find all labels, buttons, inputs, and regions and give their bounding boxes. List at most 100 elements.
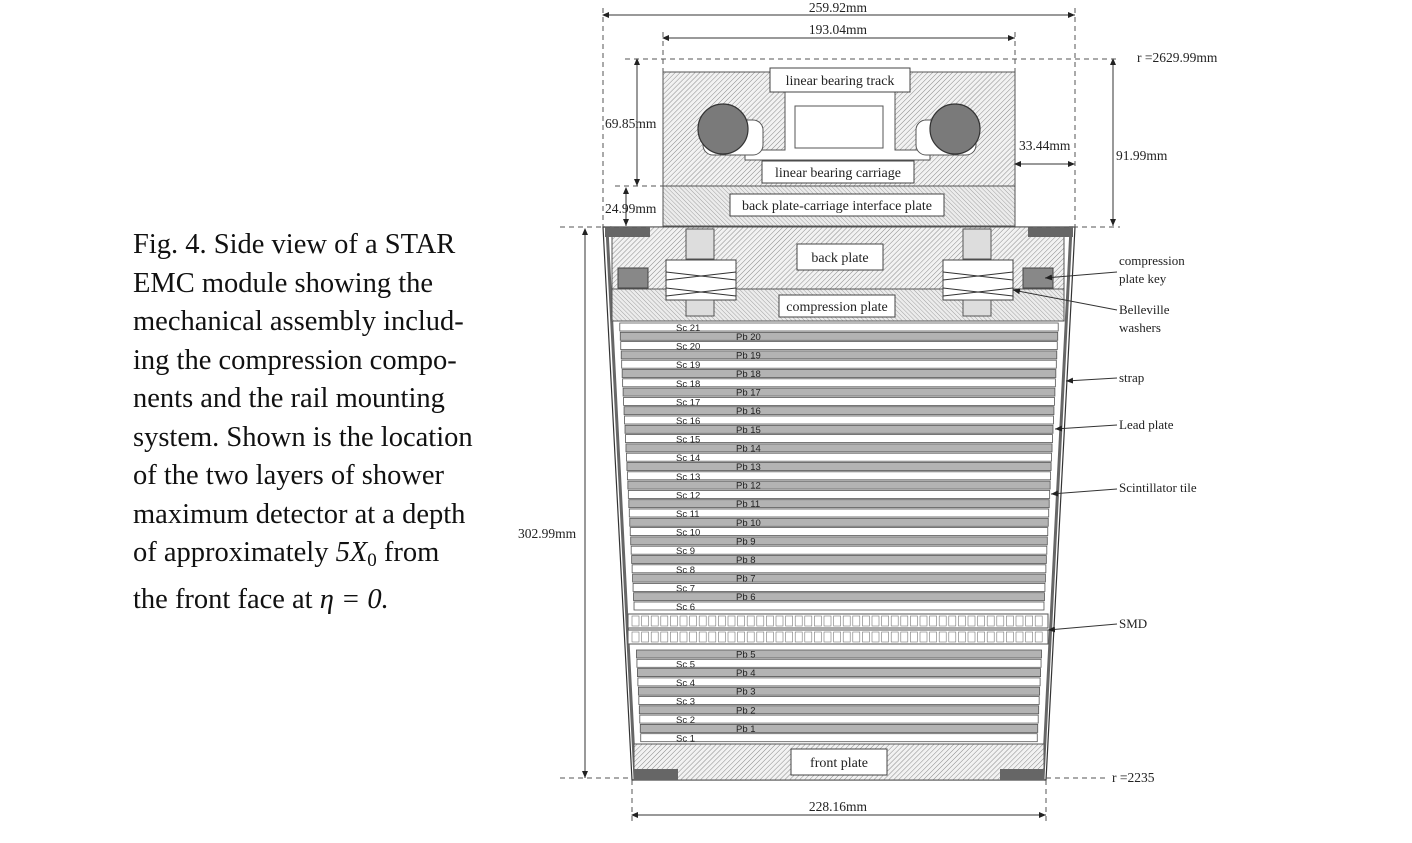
- math-eta: η = 0.: [319, 583, 389, 615]
- smd-cell: [919, 615, 928, 627]
- smd-cell: [900, 615, 909, 627]
- smd-cell: [958, 631, 966, 643]
- scintillator-layer: [640, 733, 1038, 743]
- pb-layer-label: Pb 17: [736, 388, 761, 399]
- linear-bearing-track-label: linear bearing track: [786, 74, 895, 89]
- smd-layers: [627, 613, 1049, 645]
- corner-block: [605, 227, 650, 237]
- smd-cell: [814, 631, 822, 643]
- smd-cell: [679, 631, 688, 643]
- smd-cell: [967, 631, 976, 643]
- smd-cell: [1025, 631, 1033, 643]
- smd-cell: [698, 615, 707, 627]
- callout-strap: strap: [1119, 370, 1144, 385]
- lead-layer: [621, 369, 1057, 378]
- lead-layer: [625, 443, 1053, 453]
- scintillator-layer: [631, 564, 1047, 574]
- caption-line: nents and the rail mounting: [133, 383, 445, 414]
- pb-layer-label: Pb 4: [736, 668, 756, 679]
- caption-line: system. Shown is the location: [133, 421, 473, 453]
- smd-cell: [890, 631, 899, 643]
- smd-cell: [1034, 631, 1043, 643]
- pb-layer-label: Pb 12: [736, 481, 761, 492]
- smd-cell: [804, 615, 813, 627]
- scintillator-layer: [626, 471, 1052, 481]
- lead-layer: [623, 406, 1055, 416]
- pb-layer-label: Pb 15: [736, 425, 761, 436]
- smd-cell: [938, 631, 947, 643]
- smd-cell: [814, 615, 822, 627]
- smd-cell: [958, 615, 966, 627]
- scintillator-layer: [636, 658, 1042, 668]
- pb-layer-label: Pb 8: [736, 555, 756, 566]
- lead-layer: [633, 592, 1045, 602]
- sc-layer-label: Sc 15: [676, 435, 700, 446]
- smd-cell: [785, 631, 793, 643]
- scintillator-layer: [639, 714, 1039, 724]
- smd-cell: [871, 631, 880, 643]
- smd-cell: [804, 631, 813, 643]
- pb-layer-label: Pb 13: [736, 462, 761, 473]
- caption-line: maximum detector at a depth: [133, 498, 466, 530]
- caption-text: from: [376, 537, 440, 568]
- smd-cell: [650, 615, 659, 627]
- smd-cell: [670, 615, 678, 627]
- sc-layer-label: Sc 3: [676, 697, 695, 708]
- smd-cell: [775, 615, 784, 627]
- box-frame: [790, 748, 888, 776]
- smd-cell: [679, 615, 688, 627]
- smd-cell: [708, 631, 717, 643]
- caption-text: of approximately: [133, 537, 336, 568]
- dim-inner-radius: r =2235: [1112, 770, 1155, 785]
- scintillator-layer: [629, 527, 1049, 536]
- dim-bottom-width: 228.16mm: [809, 799, 868, 814]
- compression-plate-label: compression plate: [786, 300, 887, 315]
- smd-cell: [718, 631, 726, 643]
- sc-layer-label: Sc 4: [676, 678, 695, 689]
- smd-cell: [737, 631, 745, 643]
- smd-cell: [727, 615, 736, 627]
- smd-cell: [727, 631, 736, 643]
- sc-layer-label: Sc 6: [676, 602, 695, 613]
- lead-layer: [624, 424, 1054, 434]
- smd-cell: [794, 631, 803, 643]
- figure-caption: Fig. 4. Side view of a STAR EMC module s…: [133, 226, 501, 619]
- belleville-washers-left: [665, 228, 737, 317]
- sc-layer-label: Sc 10: [676, 528, 700, 539]
- smd-cell: [881, 631, 889, 643]
- box-frame: [729, 193, 945, 217]
- sc-layer-label: Sc 21: [676, 323, 700, 334]
- lead-layer: [622, 387, 1056, 397]
- sc-layer-label: Sc 7: [676, 583, 695, 594]
- pb-layer-label: Pb 7: [736, 574, 756, 585]
- pb-layer-label: Pb 14: [736, 443, 761, 454]
- caption-line: EMC module showing the: [133, 267, 434, 299]
- interface-plate-label: back plate-carriage interface plate: [742, 199, 932, 214]
- dim-top-width: 259.92mm: [809, 0, 868, 15]
- sc-layer-label: Sc 9: [676, 546, 695, 557]
- sc-layer-label: Sc 2: [676, 715, 695, 726]
- smd-cell: [660, 631, 669, 643]
- caption-line: mechanical assembly includ-: [133, 306, 464, 337]
- smd-cell: [756, 631, 765, 643]
- pb-layer-label: Pb 1: [736, 724, 756, 735]
- caption-line: the front face at η = 0.: [133, 584, 389, 615]
- scintillator-layer: [628, 508, 1050, 518]
- sc-layer-label: Sc 8: [676, 565, 695, 576]
- smd-cell: [871, 615, 880, 627]
- dim-outer-radius: r =2629.99mm: [1137, 50, 1218, 65]
- caption-line: ing the compression compo-: [133, 344, 457, 376]
- smd-cell: [910, 631, 918, 643]
- pb-layer-label: Pb 5: [736, 650, 756, 661]
- sc-layer-label: Sc 13: [676, 472, 700, 483]
- sc-layer-label: Sc 1: [676, 734, 695, 745]
- sc-layer-label: Sc 11: [676, 509, 700, 520]
- smd-cell: [746, 631, 755, 643]
- smd-cell: [766, 615, 774, 627]
- smd-cell: [698, 631, 707, 643]
- smd-cell: [766, 631, 774, 643]
- pb-layer-label: Pb 18: [736, 369, 761, 380]
- callout-key-line1: compression: [1119, 253, 1185, 268]
- lead-layer: [638, 705, 1040, 715]
- pb-layer-label: Pb 10: [736, 518, 761, 529]
